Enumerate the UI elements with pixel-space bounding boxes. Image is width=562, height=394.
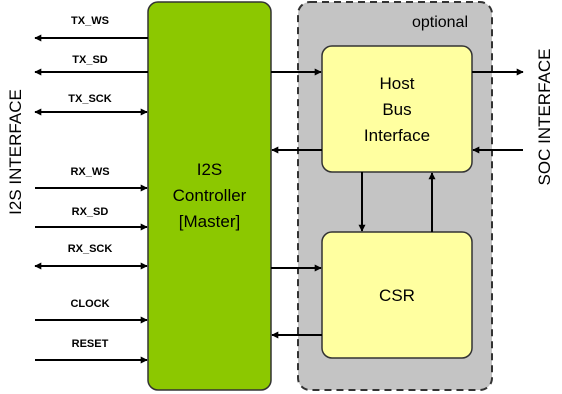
reset-label: RESET [72, 338, 109, 350]
tx-ws-label: TX_WS [71, 15, 109, 27]
soc-interface-label: SOC INTERFACE [535, 49, 554, 186]
host-bus-line-2: Bus [382, 100, 411, 119]
rx-sck-label: RX_SCK [68, 243, 113, 255]
csr-label: CSR [379, 286, 415, 305]
rx-ws-label: RX_WS [70, 166, 109, 178]
host-bus-interface-block [321, 45, 473, 173]
clock-label: CLOCK [70, 298, 109, 310]
controller-line-2: Controller [173, 186, 247, 205]
controller-line-1: I2S [197, 160, 223, 179]
tx-sd-label: TX_SD [72, 54, 108, 66]
csr-block [321, 231, 473, 359]
host-bus-line-3: Interface [364, 126, 430, 145]
optional-label: optional [412, 14, 468, 31]
i2s-controller-block [147, 1, 272, 391]
tx-sck-label: TX_SCK [68, 93, 111, 105]
rx-sd-label: RX_SD [72, 206, 109, 218]
controller-line-3: [Master] [179, 212, 240, 231]
i2s-interface-label: I2S INTERFACE [6, 89, 25, 215]
host-bus-line-1: Host [380, 74, 415, 93]
